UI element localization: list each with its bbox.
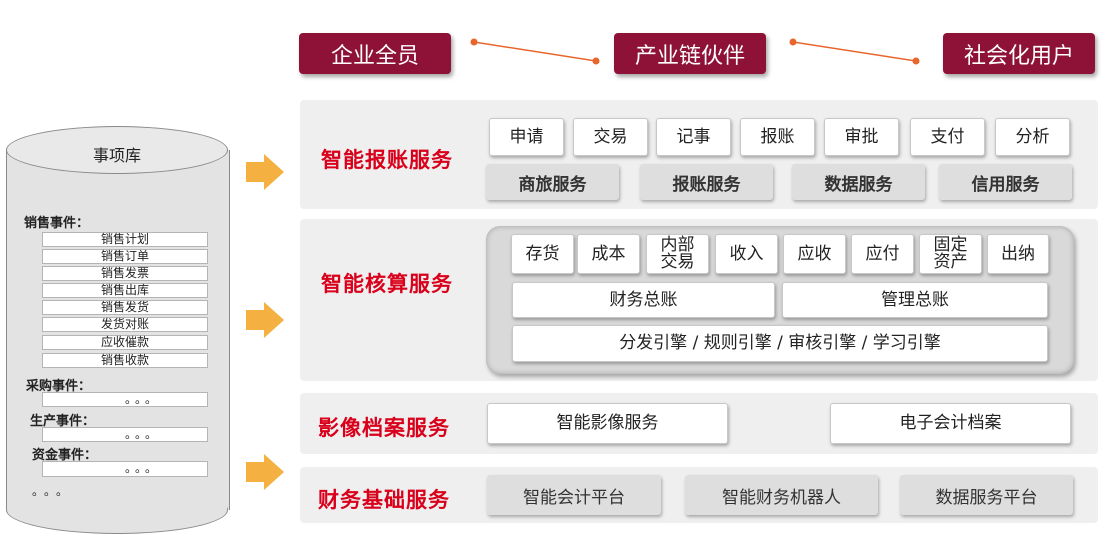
sales-event-item: 销售发票: [42, 266, 208, 281]
funds-events-header: 资金事件：: [32, 448, 98, 463]
purchase-events-box: 。。。: [42, 392, 208, 407]
sales-event-item: 销售出库: [42, 283, 208, 298]
sales-event-item: 销售计划: [42, 232, 208, 247]
library-title: 事项库: [92, 146, 141, 165]
sales-event-item: 发货对账: [42, 317, 208, 332]
connector-dot: [470, 38, 478, 46]
role-social-users: 社会化用户: [943, 33, 1095, 74]
foundation-service-label: 财务基础服务: [318, 488, 450, 512]
reimb-item: 记事: [656, 118, 731, 156]
library-cylinder-top: [6, 126, 228, 174]
more-events-ellipsis: 。。。: [32, 484, 75, 498]
production-events-box: 。。。: [42, 427, 208, 442]
sales-events-header: 销售事件：: [24, 216, 90, 231]
accounting-item: 存货: [511, 234, 574, 274]
funds-events-box: 。。。: [42, 461, 208, 477]
role-connectors: [470, 38, 920, 65]
production-events-header: 生产事件：: [30, 414, 96, 429]
reimb-sub-service: 数据服务: [792, 164, 925, 200]
accounting-service-label: 智能核算服务: [321, 272, 453, 296]
accounting-item: 出纳: [987, 234, 1049, 274]
role-industry-partners: 产业链伙伴: [614, 33, 766, 74]
reimb-item: 申请: [489, 118, 564, 156]
connector-line-1: [473, 41, 597, 62]
sales-event-item: 应收催款: [42, 335, 208, 350]
reimb-item: 审批: [824, 118, 899, 156]
connector-dot: [592, 57, 600, 65]
foundation-item: 数据服务平台: [900, 475, 1073, 515]
role-enterprise-staff: 企业全员: [299, 33, 451, 74]
connector-dot: [789, 38, 797, 46]
archive-service-label: 影像档案服务: [318, 416, 450, 440]
arrow-right-icon: [246, 454, 284, 490]
reimb-sub-service: 报账服务: [640, 164, 773, 200]
arrow-right-icon: [246, 302, 284, 338]
reimbursement-service-label: 智能报账服务: [321, 148, 453, 172]
accounting-item: 固定资产: [919, 234, 982, 274]
accounting-item: 收入: [715, 234, 778, 274]
sales-event-item: 销售发货: [42, 300, 208, 315]
management-ledger-box: 管理总账: [782, 282, 1048, 318]
purchase-events-header: 采购事件：: [26, 379, 92, 394]
arrow-right-icon: [246, 154, 284, 190]
e-accounting-archive-box: 电子会计档案: [830, 403, 1071, 444]
reimb-item: 分析: [995, 118, 1070, 156]
reimb-item: 支付: [910, 118, 985, 156]
sales-event-item: 销售订单: [42, 249, 208, 264]
connector-dot: [912, 57, 920, 65]
reimb-sub-service: 信用服务: [939, 164, 1072, 200]
foundation-item: 智能财务机器人: [685, 475, 878, 515]
accounting-item: 应收: [783, 234, 846, 274]
smart-image-service-box: 智能影像服务: [487, 403, 728, 444]
accounting-item: 应付: [851, 234, 914, 274]
connector-line-2: [792, 41, 917, 62]
engines-box: 分发引擎 / 规则引擎 / 审核引擎 / 学习引擎: [512, 325, 1048, 362]
accounting-item: 成本: [577, 234, 640, 274]
reimb-sub-service: 商旅服务: [486, 164, 619, 200]
reimb-item: 交易: [573, 118, 648, 156]
reimb-item: 报账: [740, 118, 815, 156]
sales-event-item: 销售收款: [42, 353, 208, 368]
foundation-item: 智能会计平台: [487, 475, 661, 515]
accounting-item: 内部交易: [646, 234, 709, 274]
general-ledger-box: 财务总账: [512, 282, 775, 318]
